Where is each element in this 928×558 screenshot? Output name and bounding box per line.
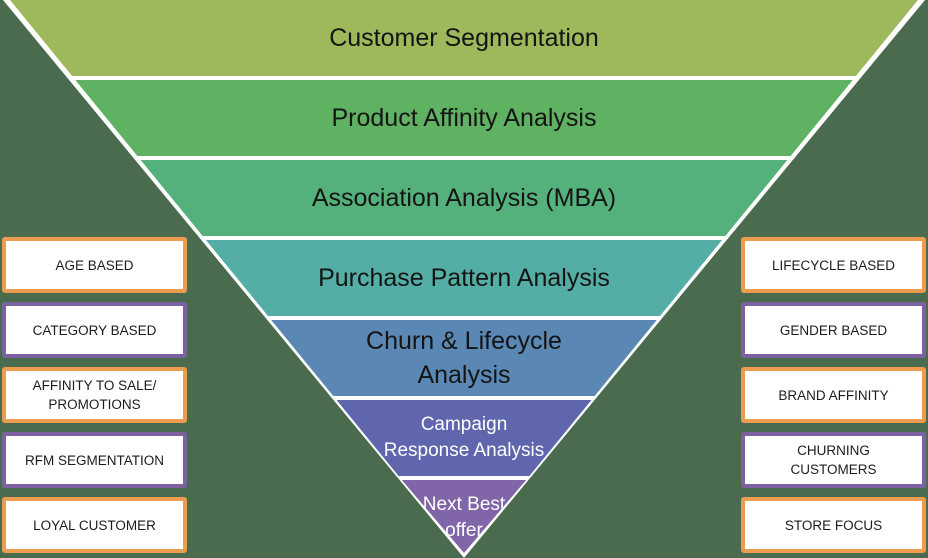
right-box-label: LIFECYCLE BASED [771,257,896,273]
funnel-layer-association-analysis-mba: Association Analysis (MBA) [140,160,788,236]
right-box-label: CHURNING CUSTOMERS [790,443,877,477]
funnel-layer-label: Campaign Response Analysis [383,414,545,461]
left-box-label: AFFINITY TO SALE/ PROMOTIONS [32,378,157,412]
right-box-churning-customers: CHURNING CUSTOMERS [741,432,926,488]
left-box-category-based: CATEGORY BASED [2,302,187,358]
right-box-brand-affinity: BRAND AFFINITY [741,367,926,423]
left-box-age-based: AGE BASED [2,237,187,293]
funnel-layer-label: Next Best offer [422,494,506,541]
funnel-layer-campaign-response-analysis: Campaign Response Analysis [336,400,592,476]
left-box-label: LOYAL CUSTOMER [33,517,156,533]
left-box-label: AGE BASED [55,257,134,273]
right-box-label: BRAND AFFINITY [778,387,889,403]
funnel-layer-customer-segmentation: Customer Segmentation [10,0,918,76]
funnel-layer-label: Customer Segmentation [329,24,599,52]
funnel-layer-next-best-offer: Next Best offer [401,480,527,553]
funnel-layer-label: Association Analysis (MBA) [311,184,617,212]
funnel-layer-label: Product Affinity Analysis [331,104,597,132]
right-box-gender-based: GENDER BASED [741,302,926,358]
left-box-rfm-segmentation: RFM SEGMENTATION [2,432,187,488]
right-box-label: STORE FOCUS [784,517,883,533]
right-box-lifecycle-based: LIFECYCLE BASED [741,237,926,293]
funnel-layer-label: Purchase Pattern Analysis [318,264,610,292]
left-box-loyal-customer: LOYAL CUSTOMER [2,497,187,553]
right-box-label: GENDER BASED [779,322,888,338]
left-box-label: RFM SEGMENTATION [25,452,164,468]
left-box-affinity-to-sale-promotions: AFFINITY TO SALE/ PROMOTIONS [2,367,187,423]
funnel-layer-churn-lifecycle-analysis: Churn & Lifecycle Analysis [271,320,657,396]
left-box-label: CATEGORY BASED [32,322,157,338]
funnel-layer-label: Churn & Lifecycle Analysis [366,327,562,389]
funnel-layer-product-affinity-analysis: Product Affinity Analysis [75,80,853,156]
right-box-store-focus: STORE FOCUS [741,497,926,553]
funnel-layer-purchase-pattern-analysis: Purchase Pattern Analysis [205,240,723,316]
